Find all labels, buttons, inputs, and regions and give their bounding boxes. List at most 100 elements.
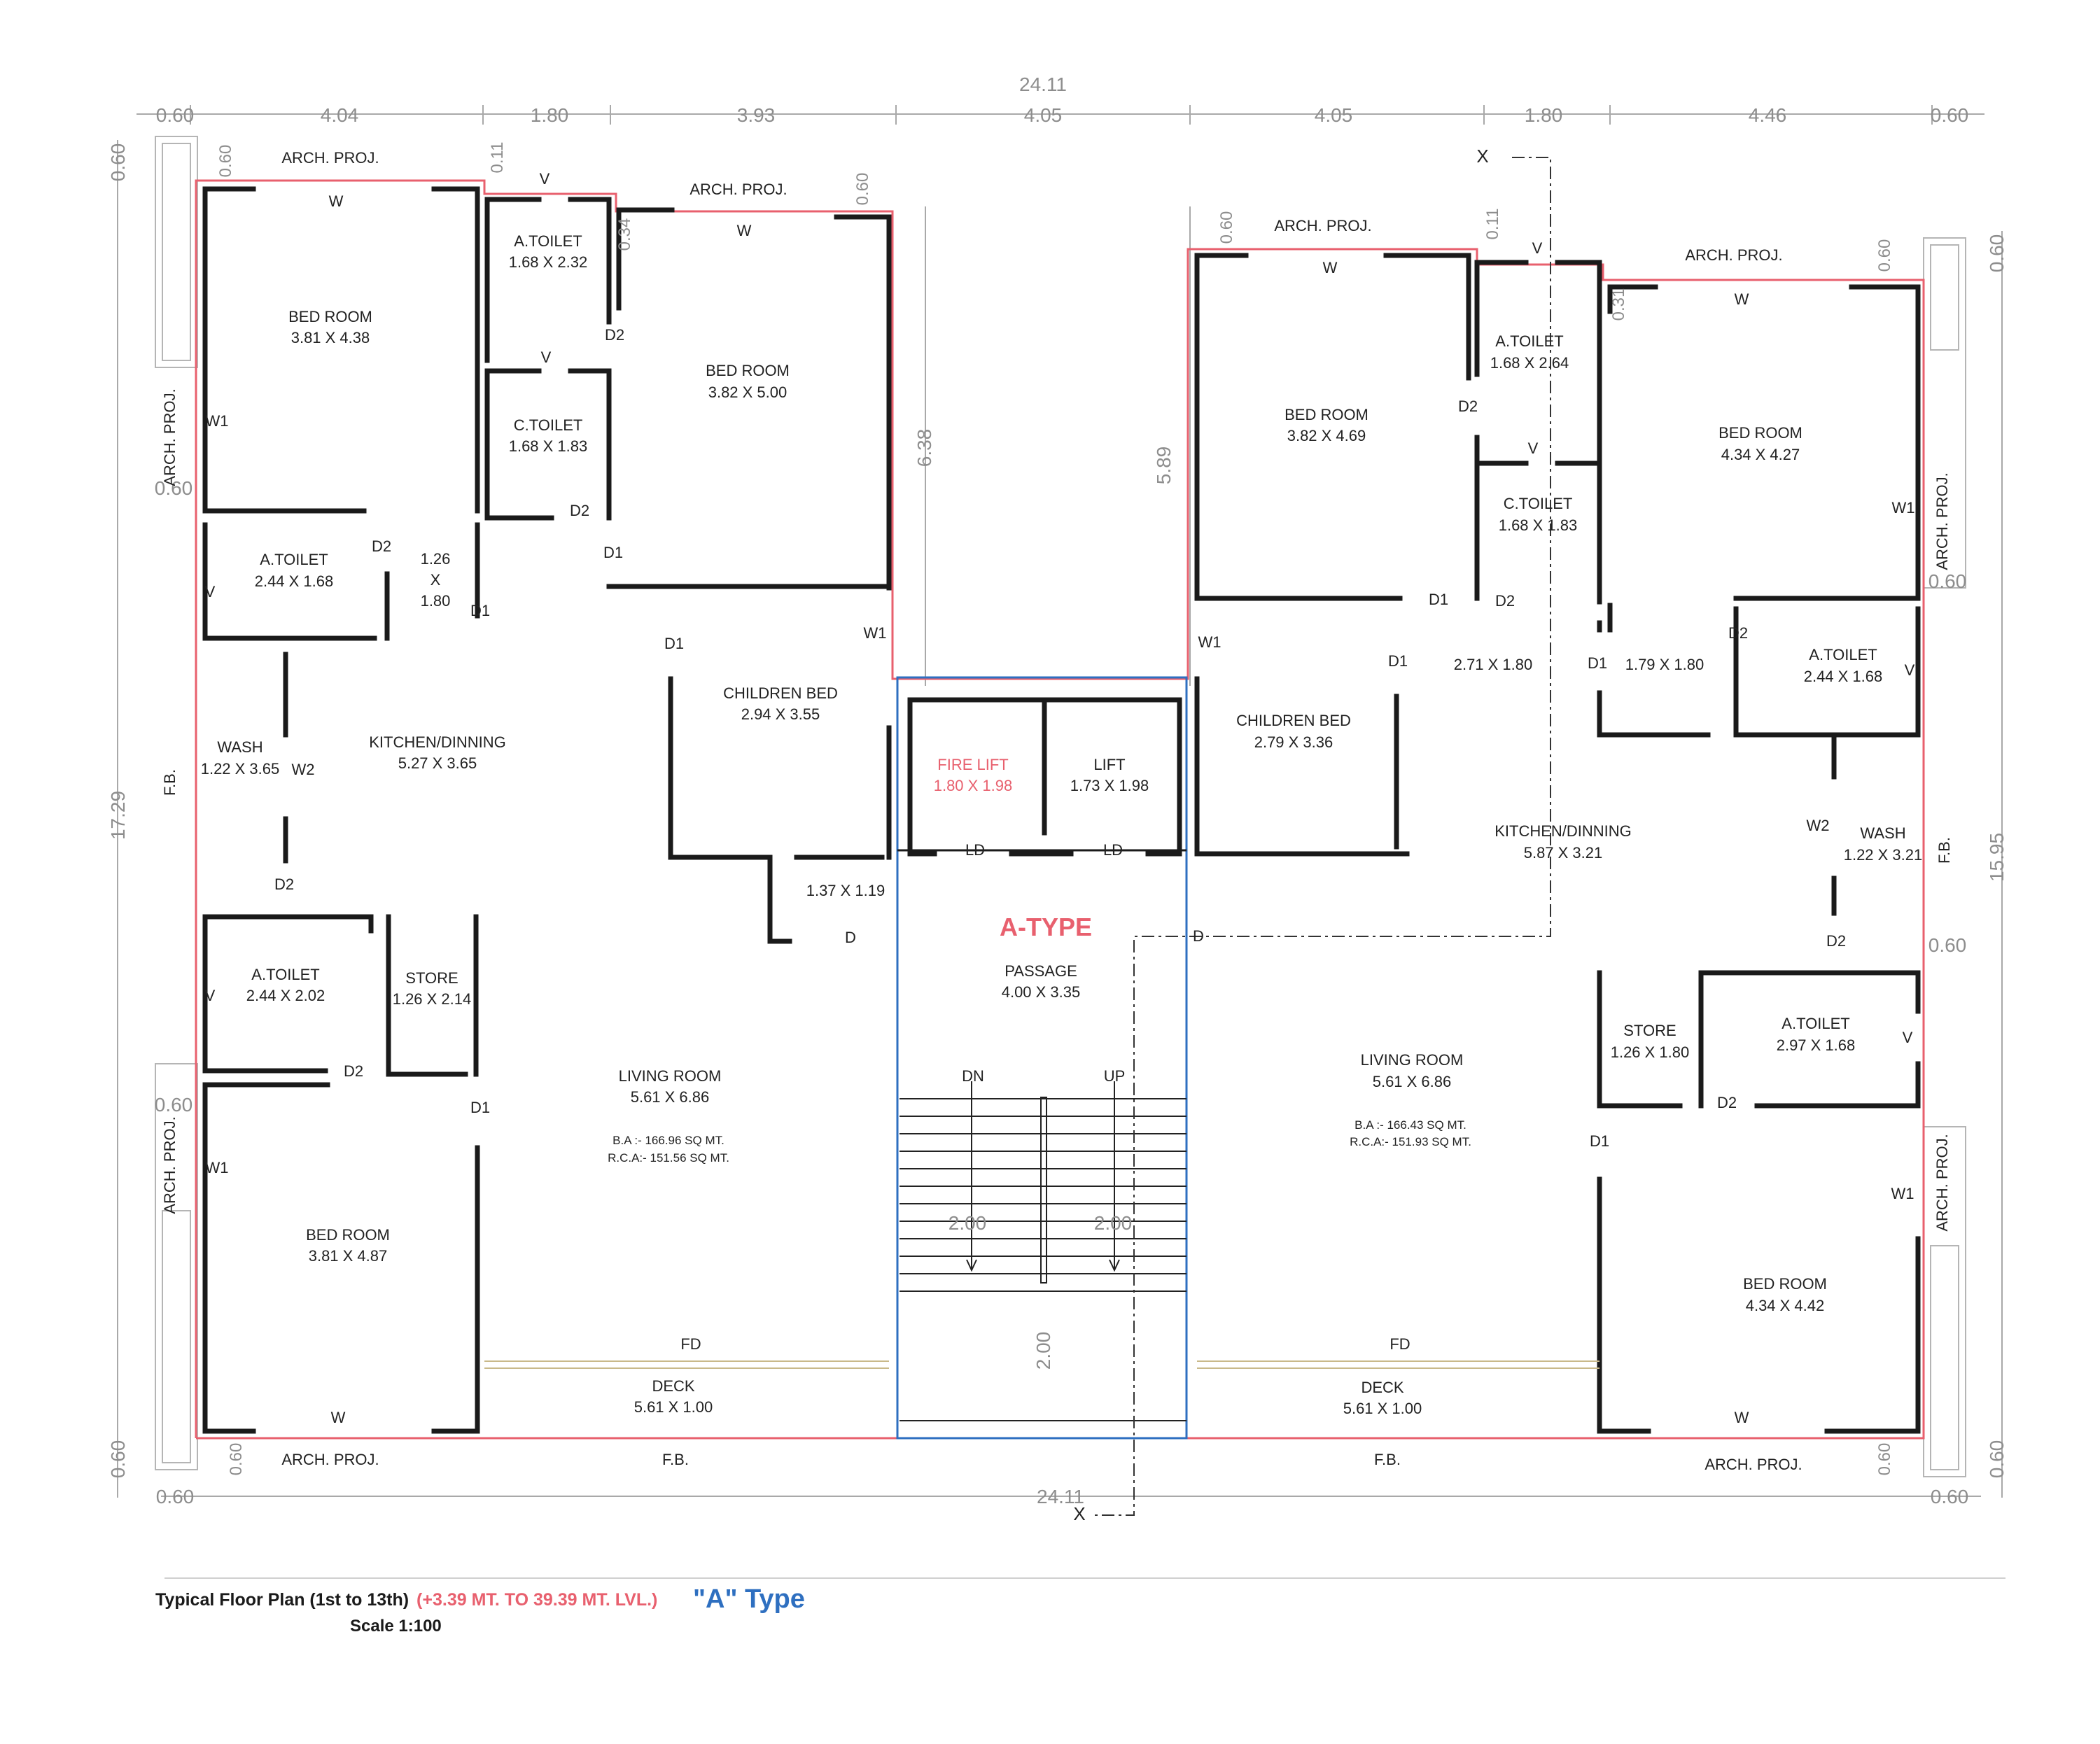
left-unit-labels: ARCH. PROJ. ARCH. PROJ. ARCH. PROJ. ARCH… [161, 149, 885, 1468]
top-dim-3: 1.80 [531, 104, 569, 126]
lift-size: 1.73 X 1.98 [1070, 777, 1149, 794]
left-fb: F.B. [161, 769, 178, 796]
left-wash-size: 1.22 X 3.65 [201, 760, 280, 778]
corner-dim-bl: 0.60 [107, 1440, 129, 1479]
right-atoilet2-name: A.TOILET [1809, 646, 1877, 663]
door-mark: D1 [1588, 654, 1607, 672]
door-mark: D2 [372, 537, 391, 555]
left-deck-size: 5.61 X 1.00 [634, 1398, 713, 1416]
top-dim-9: 0.60 [1931, 104, 1969, 126]
vent-mark: V [205, 987, 216, 1004]
fire-lift-size: 1.80 X 1.98 [934, 777, 1013, 794]
right-ctoilet-size: 1.68 X 1.83 [1499, 516, 1578, 534]
left-arch-proj-side1: ARCH. PROJ. [161, 388, 178, 486]
vent-mark: V [205, 583, 216, 600]
left-bed2-name: BED ROOM [706, 362, 790, 379]
bottom-dimension: 0.60 0.60 24.11 [156, 1486, 1981, 1507]
left-passage-c: 1.80 [421, 592, 451, 610]
right-unit-labels: ARCH. PROJ. ARCH. PROJ. ARCH. PROJ. ARCH… [1236, 217, 1953, 1473]
right-kitchen-name: KITCHEN/DINNING [1494, 822, 1632, 840]
left-atoilet3-size: 2.44 X 2.02 [246, 987, 326, 1004]
right-store-name: STORE [1623, 1022, 1676, 1039]
right-unit-marks: W W V V D2 W1 D1 D2 D2 W1 D1 D1 V W2 D2 … [1198, 239, 1915, 1426]
door-mark: D1 [1590, 1132, 1609, 1150]
left-arch-proj-bottom: ARCH. PROJ. [281, 1451, 379, 1468]
door-mark: D [845, 929, 856, 946]
left-atoilet1-size: 1.68 X 2.32 [509, 253, 588, 271]
core-outline [896, 676, 1188, 1440]
svg-text:0.11: 0.11 [488, 142, 507, 174]
stair-down-label: DN [962, 1067, 984, 1085]
left-bed3-size: 3.81 X 4.87 [309, 1247, 388, 1265]
right-unit-walls [1194, 253, 1921, 1434]
left-ctoilet-name: C.TOILET [514, 416, 583, 434]
right-wash-name: WASH [1860, 824, 1905, 842]
landing-door-2: LD [1103, 841, 1123, 859]
bottom-dim-right: 0.60 [1931, 1486, 1969, 1507]
right-total-dim: 15.95 [1986, 833, 2008, 882]
right-arch-proj-top2: ARCH. PROJ. [1685, 246, 1782, 264]
left-bed1-name: BED ROOM [288, 308, 372, 325]
right-children-name: CHILDREN BED [1236, 712, 1351, 729]
lift-name: LIFT [1093, 756, 1125, 773]
door-mark: D [1193, 927, 1204, 945]
svg-text:0.60: 0.60 [1928, 570, 1967, 592]
section-x-bottom: X [1073, 1503, 1085, 1524]
left-atoilet1-name: A.TOILET [514, 232, 582, 250]
left-arch-proj-top2: ARCH. PROJ. [690, 181, 787, 198]
stair-length: 2.00 [1032, 1332, 1054, 1370]
top-overall-dim: 24.11 [1019, 73, 1067, 95]
left-living-size: 5.61 X 6.86 [631, 1088, 710, 1106]
right-bed2-size: 4.34 X 4.27 [1721, 446, 1800, 463]
door-mark: D1 [470, 602, 490, 619]
corner-dim-tl: 0.60 [107, 143, 129, 182]
right-bed2-name: BED ROOM [1718, 424, 1802, 442]
left-shaft-size: 1.37 X 1.19 [806, 882, 886, 899]
core-left-dim: 6.38 [913, 429, 935, 467]
window-mark: W1 [1198, 633, 1222, 651]
passage-size: 4.00 X 3.35 [1002, 983, 1081, 1001]
door-mark: D2 [1495, 592, 1515, 610]
window-mark: W2 [292, 761, 315, 778]
drawing-type: "A" Type [693, 1584, 805, 1614]
core-walls [897, 697, 1186, 857]
left-wash-name: WASH [217, 738, 262, 756]
window-mark: W [737, 222, 752, 239]
left-children-size: 2.94 X 3.55 [741, 705, 820, 723]
left-ctoilet-size: 1.68 X 1.83 [509, 437, 588, 455]
right-arch-proj-side2: ARCH. PROJ. [1933, 1134, 1951, 1231]
door-mark: D2 [605, 326, 624, 344]
svg-text:0.60: 0.60 [1217, 211, 1236, 244]
right-arch-proj-side1: ARCH. PROJ. [1933, 472, 1951, 570]
top-dimension-chain: 0.60 4.04 1.80 3.93 4.05 4.05 1.80 4.46 … [136, 73, 1984, 126]
right-kitchen-size: 5.87 X 3.21 [1524, 844, 1603, 862]
window-mark: W [1323, 259, 1338, 276]
left-total-dim: 17.29 [107, 791, 129, 840]
left-bed3-name: BED ROOM [306, 1226, 390, 1244]
vent-mark: V [541, 349, 552, 366]
landing-door-1: LD [965, 841, 985, 859]
vent-mark: V [540, 170, 550, 188]
window-mark: W1 [864, 624, 887, 642]
top-dim-7: 1.80 [1525, 104, 1563, 126]
svg-text:0.60: 0.60 [155, 1094, 193, 1116]
left-atoilet2-size: 2.44 X 1.68 [255, 572, 334, 590]
left-deck-name: DECK [652, 1377, 694, 1395]
right-atoilet1-size: 1.68 X 2.64 [1490, 354, 1569, 372]
top-dim-8: 4.46 [1749, 104, 1787, 126]
door-mark: D1 [1429, 591, 1448, 608]
left-kitchen-size: 5.27 X 3.65 [398, 754, 477, 772]
bottom-dim-left: 0.60 [156, 1486, 195, 1507]
window-mark: W1 [1891, 1185, 1914, 1202]
building-outline [195, 179, 1925, 1440]
right-wash-size: 1.22 X 3.21 [1844, 846, 1923, 864]
top-dim-5: 4.05 [1024, 104, 1063, 126]
small-dims: 0.60 0.11 0.34 0.60 0.60 0.11 0.31 0.60 … [155, 142, 1967, 1476]
top-dim-6: 4.05 [1315, 104, 1353, 126]
right-fb-bottom: F.B. [1374, 1451, 1401, 1468]
svg-text:0.11: 0.11 [1483, 209, 1502, 240]
drawing-title-block: Typical Floor Plan (1st to 13th) (+3.39 … [155, 1590, 657, 1610]
right-living-name: LIVING ROOM [1361, 1051, 1464, 1069]
right-passage2: 1.79 X 1.80 [1625, 656, 1704, 673]
